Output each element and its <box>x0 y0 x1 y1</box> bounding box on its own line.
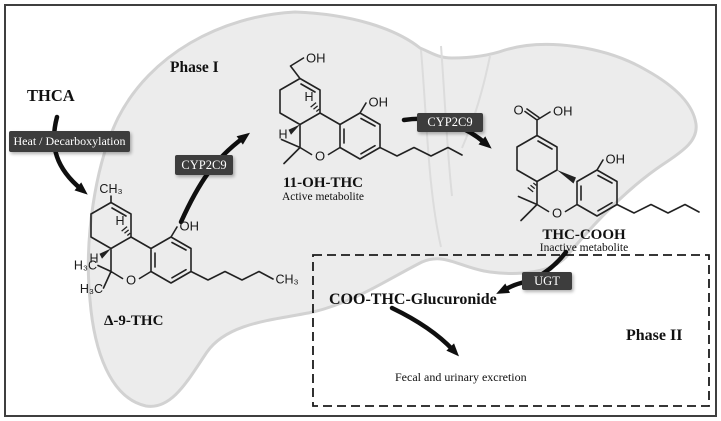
liver-outline <box>86 10 698 408</box>
svg-text:OH: OH <box>369 95 389 110</box>
svg-text:H: H <box>278 128 287 142</box>
structure-thc-cooh: O OH O OH <box>513 103 700 222</box>
svg-text:O: O <box>513 103 523 118</box>
heat-decarboxylation-box: Heat / Decarboxylation <box>9 131 130 152</box>
excretion-label: Fecal and urinary excretion <box>395 370 527 384</box>
svg-text:O: O <box>126 273 136 288</box>
thca-label: THCA <box>27 86 75 105</box>
phase2-dashed-box <box>312 254 710 407</box>
structure-11-oh-thc: O OH OH H H <box>278 51 463 165</box>
svg-text:OH: OH <box>606 152 626 167</box>
cyp2c9-box-second: CYP2C9 <box>417 113 483 132</box>
svg-text:H: H <box>304 90 313 104</box>
svg-text:O: O <box>552 206 562 221</box>
cyp2c9-box-first: CYP2C9 <box>175 155 233 175</box>
svg-text:H: H <box>115 214 124 228</box>
molecule-caption-11-oh-thc: 11-OH-THC <box>282 175 363 191</box>
svg-text:OH: OH <box>553 104 573 119</box>
svg-text:OH: OH <box>306 51 326 66</box>
molecule-caption-delta9-thc: Δ-9-THC <box>104 313 164 329</box>
ugt-box: UGT <box>522 272 572 290</box>
svg-text:H: H <box>89 252 98 266</box>
svg-text:H₃C: H₃C <box>74 259 97 273</box>
svg-text:CH₃: CH₃ <box>99 182 122 196</box>
svg-text:OH: OH <box>180 219 200 234</box>
arrow-cooh-to-glucuronide <box>496 249 569 294</box>
phase1-label: Phase I <box>170 59 219 76</box>
molecule-subcaption-thc-cooh: Inactive metabolite <box>539 242 629 254</box>
glucuronide-label: COO-THC-Glucuronide <box>329 291 497 308</box>
arrow-thca-to-delta9 <box>51 114 88 195</box>
svg-text:CH₃: CH₃ <box>276 273 299 287</box>
phase2-label: Phase II <box>626 327 683 344</box>
svg-text:H₃C: H₃C <box>80 282 103 296</box>
molecule-subcaption-11-oh-thc: Active metabolite <box>281 191 365 203</box>
figure-border <box>4 4 717 417</box>
svg-text:O: O <box>315 149 325 164</box>
arrow-glucuronide-to-excretion <box>389 305 459 357</box>
molecule-caption-thc-cooh: THC-COOH <box>542 227 626 243</box>
